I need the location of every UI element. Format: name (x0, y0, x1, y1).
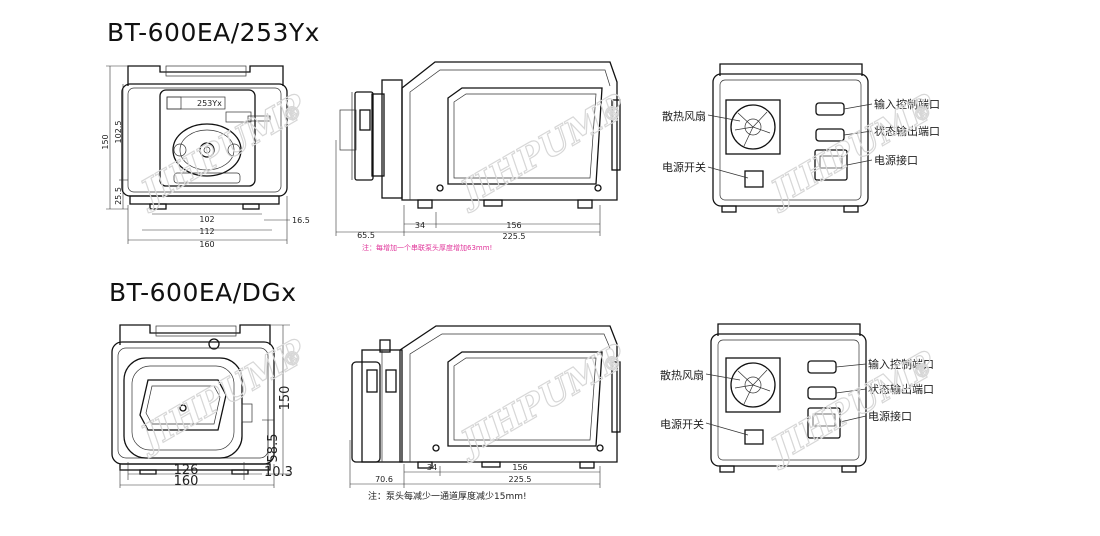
dim-side1-d3: 225.5 (503, 232, 526, 241)
dim-front2-side-offset: 10.3 (264, 465, 293, 480)
label-rear1-status: 状态输出端口 (874, 124, 940, 138)
dim-front2-width-total: 160 (174, 474, 199, 489)
dim-side2-d2: 156 (512, 463, 527, 472)
dim-side1-d2: 156 (506, 221, 521, 230)
label-rear1-input: 输入控制端口 (874, 97, 940, 111)
note-side2: 注：泵头每减少一通道厚度减少15mm! (368, 490, 527, 502)
dim-side2-front-offset: 70.6 (375, 475, 393, 484)
dim-side2-d3: 225.5 (509, 475, 532, 484)
label-rear1-fan: 散热风扇 (662, 109, 706, 123)
dim-front1-width-inner: 102 (199, 215, 214, 224)
label-rear1-power: 电源接口 (874, 153, 918, 167)
dim-front2-height-total: 150 (278, 386, 293, 411)
dim-front1-height-total: 150 (101, 134, 110, 149)
front-view-1: 253Yx 150 102.5 25.5 102 112 160 16.5 (101, 65, 310, 249)
side-view-2: 70.6 34 156 225.5 注：泵头每减少一通道厚度减少15mm! (349, 325, 621, 502)
label-rear2-switch: 电源开关 (660, 417, 704, 431)
side-view-1: 65.5 34 156 225.5 注：每增加一个串联泵头厚度增加63mm! (335, 61, 621, 252)
label-rear2-fan: 散热风扇 (660, 368, 704, 382)
dim-front2-width-inner: 126 (174, 463, 199, 478)
front-view-2: 150 58.5 126 160 10.3 (111, 324, 293, 489)
dim-front1-height-lower: 25.5 (114, 187, 123, 205)
rear-view-2: 散热风扇 电源开关 输入控制端口 状态输出端口 电源接口 (660, 323, 934, 473)
dim-side1-front-offset: 65.5 (357, 231, 375, 240)
rear-view-1: 散热风扇 电源开关 输入控制端口 状态输出端口 电源接口 (662, 63, 940, 213)
label-rear2-input: 输入控制端口 (868, 357, 934, 371)
dim-front2-height-lower: 58.5 (266, 434, 281, 463)
label-rear1-switch: 电源开关 (662, 160, 706, 174)
dim-side2-d1: 34 (427, 463, 437, 472)
dim-side1-d1: 34 (415, 221, 425, 230)
dim-front1-height-upper: 102.5 (114, 121, 123, 144)
badge-253yx: 253Yx (197, 99, 222, 108)
note-side1: 注：每增加一个串联泵头厚度增加63mm! (362, 243, 492, 252)
watermarks: JIHPUMP ® JIHPUMP ® JIHPUMP ® JIHPUMP ® … (129, 86, 945, 474)
label-rear2-power: 电源接口 (868, 409, 912, 423)
model-title-2: BT-600EA/DGx (109, 278, 297, 307)
dim-front1-width-total: 160 (199, 240, 214, 249)
dim-front1-side-offset: 16.5 (292, 216, 310, 225)
dim-front1-width-mid: 112 (199, 227, 214, 236)
model-title-1: BT-600EA/253Yx (107, 18, 320, 47)
label-rear2-status: 状态输出端口 (868, 382, 934, 396)
